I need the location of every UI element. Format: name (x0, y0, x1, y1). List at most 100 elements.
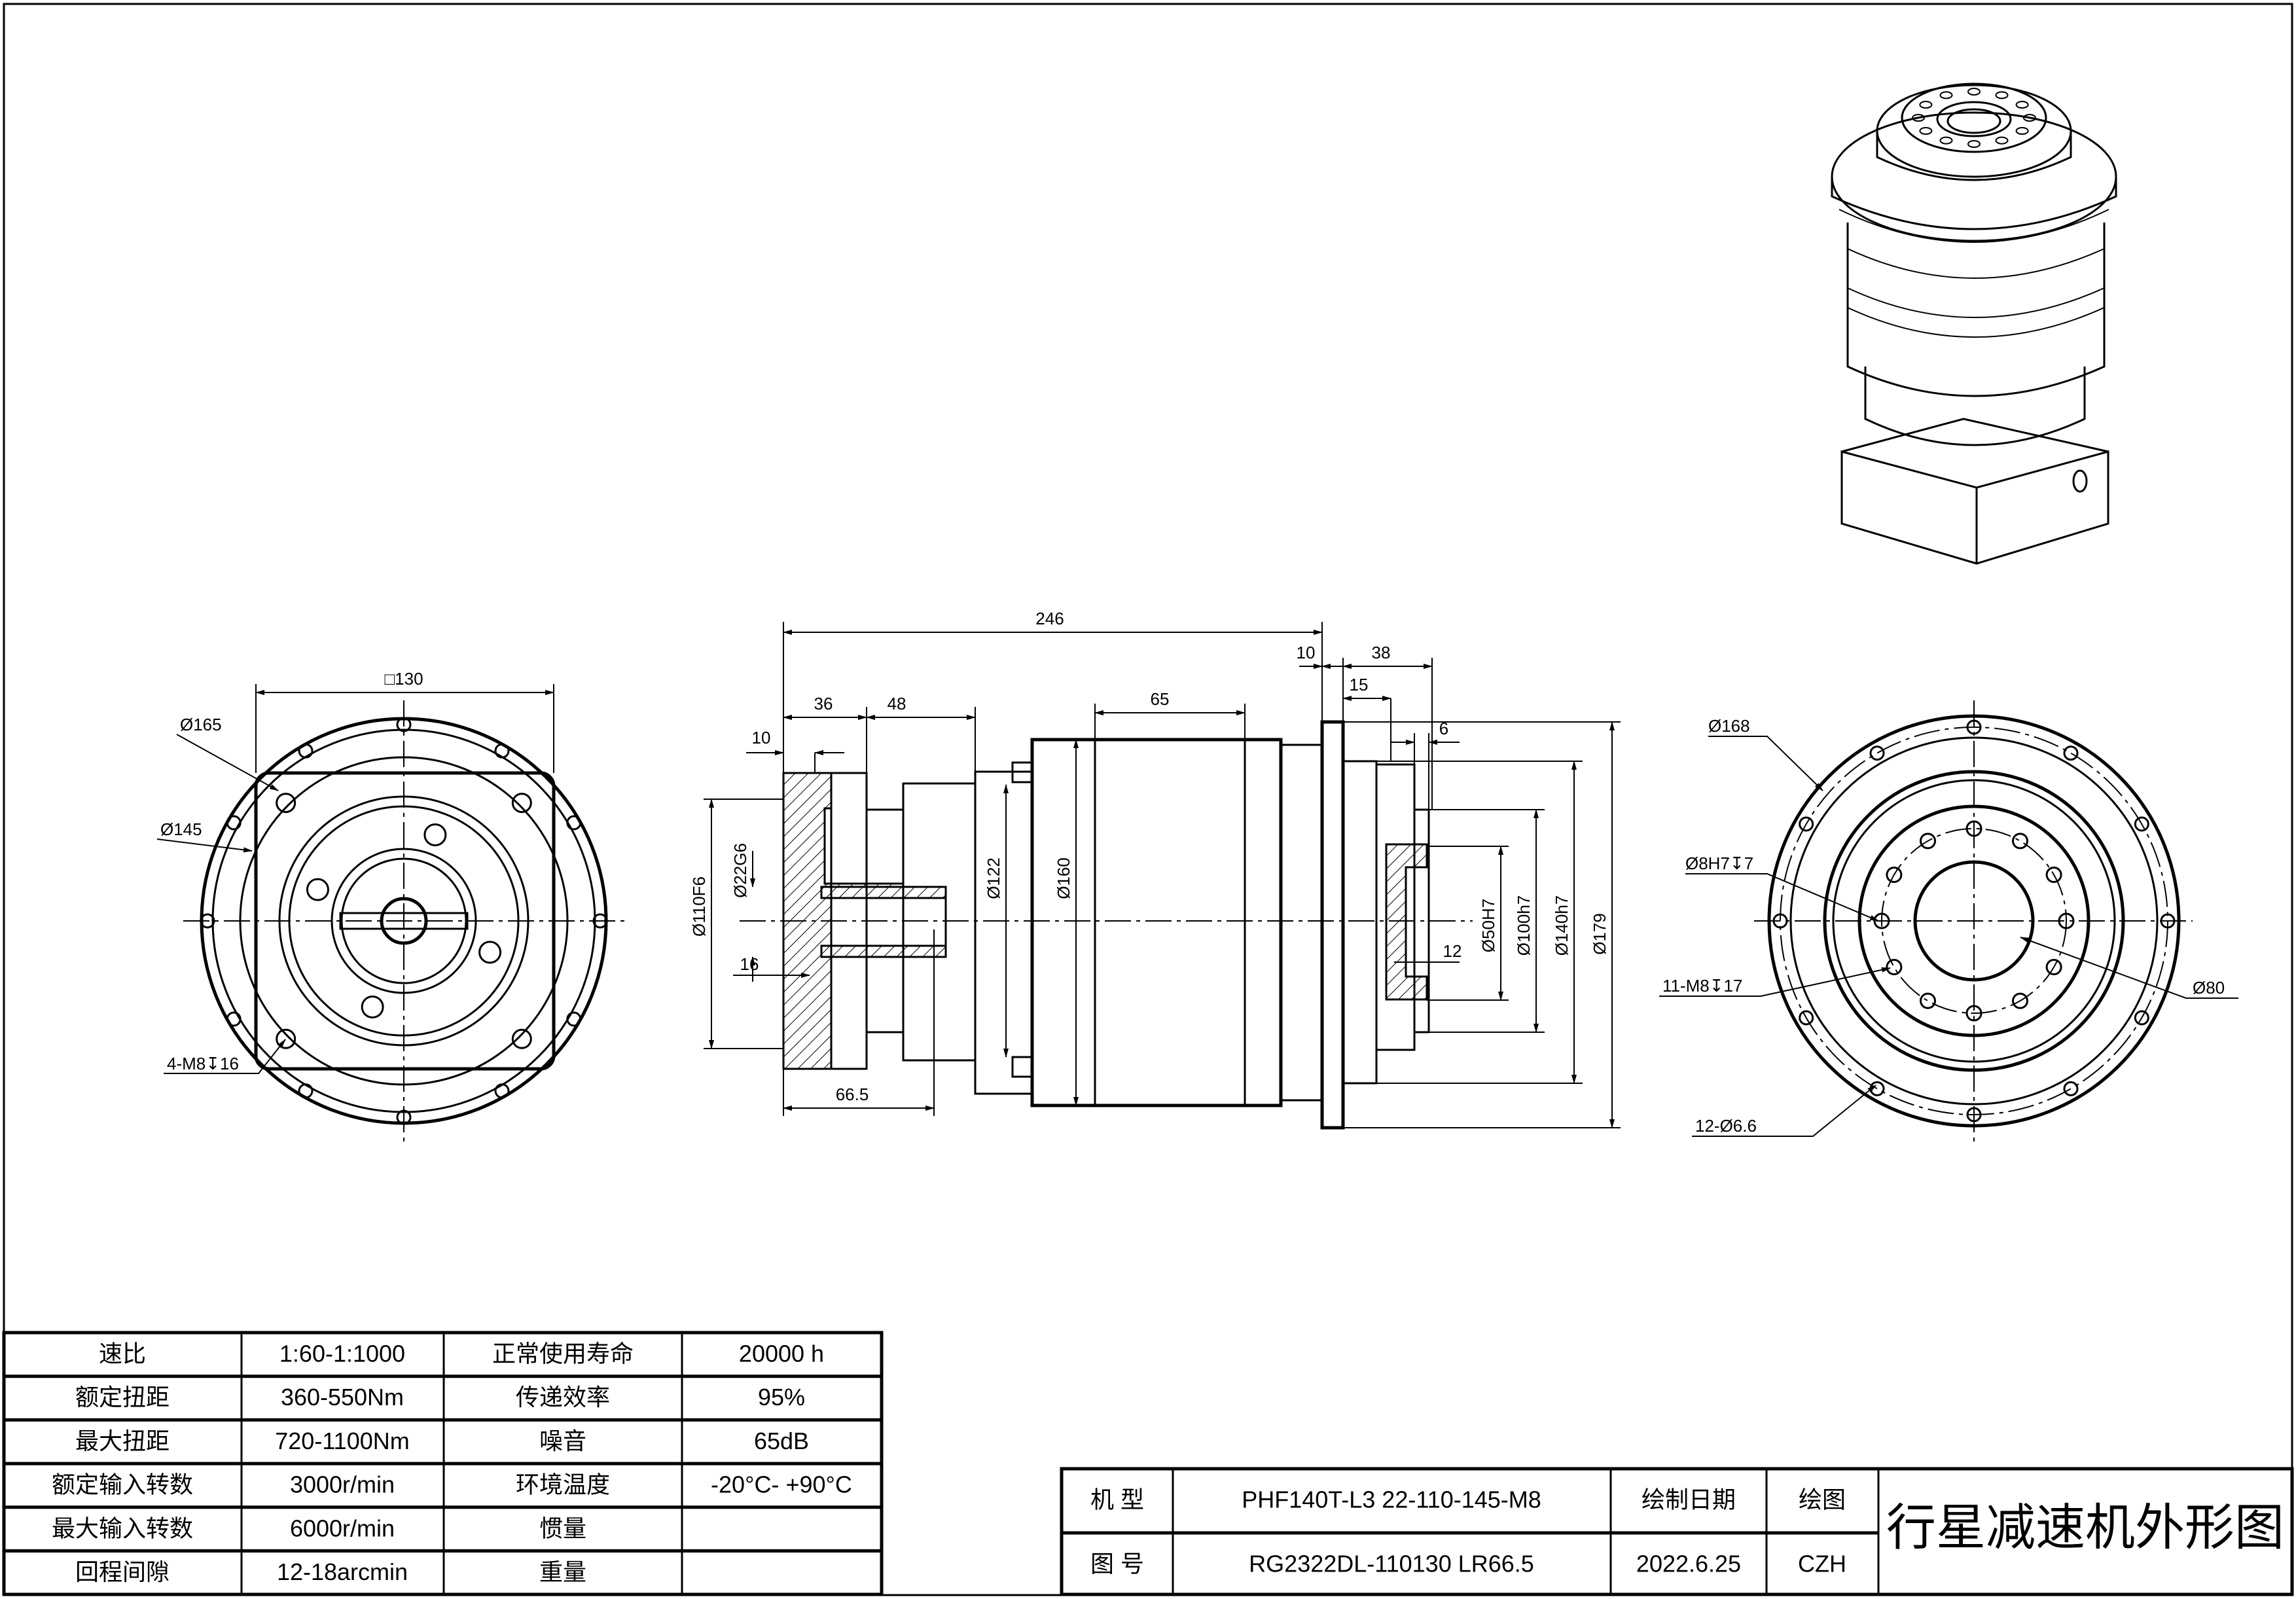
dim-holes: 12-Ø6.6 (1695, 1116, 1757, 1136)
dim-16: 16 (740, 954, 759, 974)
mounting-hole-icon (396, 717, 412, 732)
tapped-hole-icon (2012, 992, 2028, 1009)
table-cell: 最大输入转数 (52, 1515, 193, 1541)
mounting-hole-icon (494, 1083, 510, 1099)
mounting-hole-icon (2134, 1010, 2149, 1026)
iso-hole-icon (1919, 101, 1933, 109)
iso-hole-icon (1967, 140, 1981, 148)
dim-50h7: Ø50H7 (1479, 899, 1498, 952)
tapped-hole-icon (1920, 833, 1936, 850)
table-cell: 速比 (99, 1340, 146, 1367)
mounting-hole-icon (2063, 1081, 2079, 1096)
mounting-hole-icon (298, 743, 314, 759)
table-cell: 传递效率 (516, 1384, 610, 1410)
table-cell: 回程间隙 (75, 1558, 170, 1585)
mounting-hole-icon (298, 1083, 314, 1099)
dim-110f6: Ø110F6 (689, 876, 709, 937)
mounting-hole-icon (1869, 746, 1885, 761)
drawing-no-value: RG2322DL-110130 LR66.5 (1249, 1551, 1534, 1577)
mounting-hole-icon (1799, 1010, 1814, 1026)
tapped-hole-icon (2045, 959, 2062, 975)
dim-122: Ø122 (984, 857, 1003, 899)
dim-140h7: Ø140h7 (1552, 895, 1571, 956)
table-cell: 额定扭距 (75, 1384, 170, 1410)
table-cell: 3000r/min (290, 1471, 395, 1498)
tapped-hole-icon (276, 1028, 296, 1049)
iso-hole-icon (1995, 136, 2009, 145)
dim-12: 12 (1443, 941, 1462, 961)
clamp-screw-icon (306, 878, 329, 901)
mounting-hole-icon (1966, 1107, 1982, 1123)
iso-hole-icon (1919, 127, 1933, 135)
dim-tap: 4-M8↧16 (167, 1054, 239, 1073)
dim-160: Ø160 (1054, 857, 1073, 899)
title-block: 机 型 PHF140T-L3 22-110-145-M8 绘制日期 绘图 图 号… (1060, 1467, 2294, 1596)
table-cell: 重量 (539, 1558, 586, 1585)
dim-22g6: Ø22G6 (730, 843, 750, 898)
iso-hole-icon (2015, 127, 2029, 135)
table-cell: 1:60-1:1000 (279, 1340, 405, 1367)
dim-100h7: Ø100h7 (1514, 895, 1534, 956)
tapped-hole-icon (276, 793, 296, 814)
mounting-hole-icon (566, 815, 582, 831)
tapped-hole-icon (2012, 833, 2028, 850)
model-value: PHF140T-L3 22-110-145-M8 (1242, 1486, 1541, 1513)
iso-hole-icon (1912, 114, 1925, 122)
dim-15: 15 (1350, 675, 1369, 694)
mounting-hole-icon (2134, 816, 2149, 832)
tapped-hole-icon (2058, 912, 2075, 929)
clamp-screw-icon (361, 996, 384, 1019)
table-cell: 95% (758, 1384, 805, 1410)
table-cell: 额定输入转数 (52, 1471, 193, 1498)
table-cell: 12-18arcmin (277, 1558, 408, 1585)
dim-36: 36 (814, 694, 833, 713)
clamp-screw-icon (478, 941, 502, 964)
drawing-title: 行星减速机外形图 (1886, 1500, 2284, 1556)
table-cell: 惯量 (539, 1515, 586, 1541)
dim-179: Ø179 (1590, 913, 1609, 955)
drawer-label: 绘图 (1799, 1486, 1846, 1513)
tapped-hole-icon (1886, 959, 1903, 975)
table-cell: 6000r/min (290, 1515, 395, 1541)
spec-table: 速比 1:60-1:1000 正常使用寿命 20000 h 额定扭距 360-550Nm 传… (2, 1331, 884, 1596)
table-cell: 65dB (754, 1428, 809, 1454)
dim-65: 65 (1151, 689, 1170, 709)
tapped-hole-icon (1920, 992, 1936, 1009)
table-cell: 720-1100Nm (275, 1428, 409, 1454)
side-view: 246 36 48 10 65 10 38 15 6 66.5 (689, 609, 1621, 1130)
table-cell: -20°C- +90°C (711, 1471, 852, 1498)
table-cell: 正常使用寿命 (492, 1340, 634, 1367)
table-cell: 环境温度 (516, 1471, 610, 1498)
mounting-hole-icon (2063, 746, 2079, 761)
mounting-hole-icon (1799, 816, 1814, 832)
isometric-view (1831, 82, 2117, 565)
table-cell: 最大扭距 (75, 1428, 170, 1454)
table-cell: 20000 h (739, 1340, 824, 1367)
model-label: 机 型 (1090, 1486, 1144, 1513)
mounting-hole-icon (1966, 719, 1982, 735)
dim-bore: Ø80 (2193, 978, 2225, 997)
table-cell: 360-550Nm (281, 1384, 404, 1410)
date-label: 绘制日期 (1641, 1486, 1736, 1513)
dim-pilot: Ø145 (160, 819, 202, 839)
dim-square: □130 (384, 669, 423, 689)
tapped-hole-icon (1965, 820, 1982, 837)
dim-66-5: 66.5 (836, 1085, 869, 1104)
tapped-hole-icon (511, 1028, 532, 1049)
dim-overall: 246 (1035, 609, 1064, 628)
iso-hole-icon (1939, 136, 1953, 145)
iso-hole-icon (1967, 88, 1981, 96)
mounting-hole-icon (396, 1109, 412, 1125)
iso-hole-icon (2023, 114, 2036, 122)
mounting-hole-icon (1772, 913, 1788, 929)
mounting-hole-icon (226, 815, 242, 831)
mounting-hole-icon (226, 1011, 242, 1027)
mounting-hole-icon (494, 743, 510, 759)
iso-hole-icon (1995, 91, 2009, 99)
clamp-screw-icon (423, 823, 447, 846)
dim-output-tap: 11-M8↧17 (1662, 976, 1742, 996)
dim-10-right: 10 (1297, 643, 1316, 662)
tapped-hole-icon (1965, 1005, 1982, 1022)
tapped-hole-icon (2045, 867, 2062, 883)
dim-10-left: 10 (752, 728, 771, 747)
